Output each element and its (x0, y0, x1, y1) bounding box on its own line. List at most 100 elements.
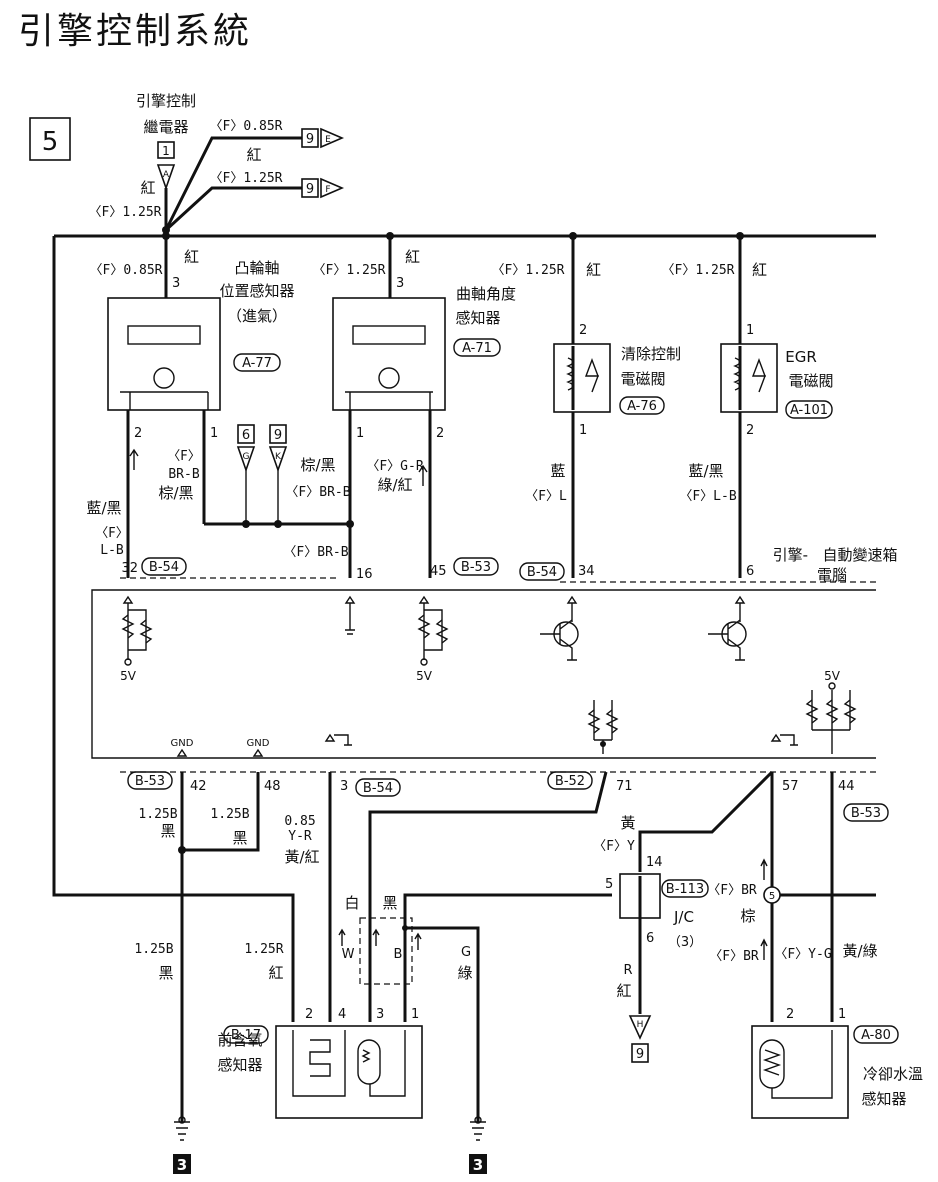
egr-spec: 〈F〉L-B (679, 489, 736, 504)
cam-left-color: 藍/黑 (86, 499, 121, 517)
gnd2-color: 黑 (232, 829, 247, 847)
fuse-5-icon (763, 886, 781, 904)
left-gnd-color: 黑 (158, 964, 173, 982)
cam-right-color: 棕/黑 (158, 484, 193, 502)
purge-color: 藍 (550, 462, 565, 480)
ecu-pin-42: 42 (190, 779, 207, 794)
page-title: 引擎控制系統 (18, 11, 253, 52)
jc-out-spec: R (623, 963, 632, 978)
o2-pwr-size: 1.25R (244, 942, 283, 957)
ecu-5v-c: 5V (824, 669, 841, 683)
egr-code: A-101 (790, 403, 828, 418)
relay-connector: A (163, 170, 170, 180)
o2-name-2: 感知器 (217, 1056, 262, 1074)
ecu-conn-b53-b-badge (127, 771, 173, 790)
ecu-conn-b54-b-badge (519, 562, 565, 581)
feed-e-flag-icon (320, 127, 345, 149)
ecu-pin-32: 32 (121, 561, 138, 576)
egr-valve-box (720, 343, 778, 413)
crank-name-1: 曲軸角度 (456, 285, 516, 303)
o2-g: G (461, 945, 471, 960)
crank-name-2: 感知器 (455, 309, 500, 327)
ecu-5v-a: 5V (120, 669, 137, 683)
coolant-pin-2: 2 (786, 1007, 794, 1022)
crank-up-arrow (418, 464, 428, 486)
purge-coil-icon (566, 357, 574, 391)
purge-supply-spec: 〈F〉1.25R (492, 263, 565, 278)
o2-pwr-color: 紅 (268, 964, 283, 982)
ecu-title-3: 電腦 (817, 566, 847, 584)
cam-pin-right: 1 (210, 426, 218, 441)
coolant-pin-1: 1 (838, 1007, 846, 1022)
relay-junction (162, 226, 170, 234)
relay-size: 〈F〉1.25R (89, 205, 162, 220)
o2-signal-wire (368, 771, 608, 1022)
br-spec: 〈F〉BR (707, 883, 757, 898)
ecu-pin-6: 6 (746, 564, 754, 579)
purge-name-1: 清除控制 (621, 345, 681, 363)
jc-code-badge (661, 879, 709, 898)
mid-spec: 〈F〉BR-B (285, 485, 350, 500)
relay-pin-box (157, 141, 175, 159)
br-spec2: 〈F〉BR (709, 949, 759, 964)
ground-ref-box-2 (469, 1154, 487, 1174)
o2-heater-element (292, 1030, 346, 1097)
feed-e-color: 紅 (246, 146, 261, 164)
o2-g-arrow (414, 932, 422, 950)
egr-coil-icon (733, 357, 741, 391)
cam-sensor-box (107, 297, 221, 411)
o2-green-wire (405, 926, 480, 1122)
crank-code-badge (453, 338, 501, 357)
purge-code: A-76 (627, 399, 657, 414)
ecu-conn-b53-a-badge (453, 557, 499, 576)
cam-left-spec2: L-B (100, 543, 124, 558)
jc-pin-left: 5 (605, 877, 613, 892)
egr-pin-top: 1 (746, 323, 754, 338)
o2-pin-4: 4 (338, 1007, 346, 1022)
ecu-pin-44: 44 (838, 779, 855, 794)
yg-spec: 〈F〉Y-G (774, 947, 831, 962)
coolant-name-2: 感知器 (861, 1090, 906, 1108)
jc-code: B-113 (666, 882, 704, 897)
o2-sensor-box (275, 1025, 423, 1119)
jc-out-ref: 9 (636, 1047, 644, 1062)
coolant-internal (771, 1030, 833, 1099)
o2-cell-icon (361, 1049, 371, 1063)
fuse-5: 5 (769, 891, 775, 902)
o2-sensing-cell (357, 1039, 381, 1085)
egr-color: 藍/黑 (688, 462, 723, 480)
cam-name-1: 凸輪軸 (234, 259, 279, 277)
o2-black-wire (403, 893, 612, 1022)
crank-pin-left: 1 (356, 426, 364, 441)
cam-pin-top: 3 (172, 276, 180, 291)
jc-sub: （3） (668, 935, 702, 950)
o2-name-1: 前含氧 (217, 1031, 262, 1049)
cam-pin-left: 2 (134, 426, 142, 441)
gnd1-color: 黑 (160, 822, 175, 840)
o2-power-wire (52, 236, 295, 1022)
purge-supply-color: 紅 (586, 261, 601, 279)
ref-6-box (237, 424, 255, 444)
cam-name-2: 位置感知器 (219, 282, 294, 300)
purge-valve-icon (584, 358, 600, 393)
feed-f-ref: 9 (306, 182, 314, 197)
ecu-conn-b52-badge (547, 771, 593, 790)
crank-bottom-spec: 〈F〉BR-B (283, 545, 348, 560)
ecu-internal-circuits: 5V 5V 5V (120, 595, 857, 754)
gnd1-size: 1.25B (138, 807, 177, 822)
ecu-conn-b54-c-badge (355, 778, 401, 797)
ground-node-2 (474, 1116, 482, 1124)
jc-in-spec: 〈F〉Y (593, 839, 635, 854)
o2-pin-3: 3 (376, 1007, 384, 1022)
o2-white: 白 (344, 894, 359, 912)
o2-heater-color: 黃/紅 (284, 848, 319, 866)
page-marker: 5 (42, 127, 59, 157)
feed-e-ref: 9 (306, 132, 314, 147)
coolant-sensor-box (751, 1025, 849, 1119)
ecu-conn-b53-c-badge (843, 803, 889, 822)
feed-f-flag-icon (320, 177, 345, 199)
crank-pin-right: 2 (436, 426, 444, 441)
ref-6: 6 (242, 428, 250, 443)
ground-symbol-2 (470, 1121, 486, 1141)
